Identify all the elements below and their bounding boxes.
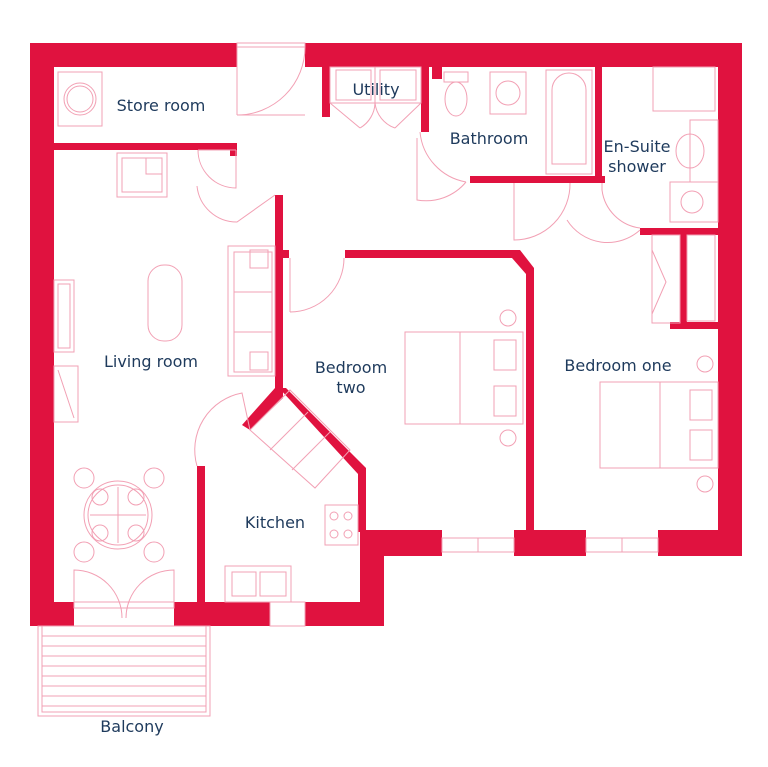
wall-bottom-kitchen-right [305,602,384,626]
label-balcony: Balcony [100,717,163,736]
wall-bottom-b1-left [514,530,586,556]
walls [30,43,742,626]
wall-kitchen-diagonal-right [279,388,366,532]
wall-kitchen-left [197,466,205,602]
label-bathroom: Bathroom [450,129,529,148]
wall-living-right [275,195,283,395]
label-bedroom-one: Bedroom one [564,356,671,375]
wall-living-stub [275,250,289,258]
wall-kitchen-diagonal-left [242,388,283,430]
wall-utility-right [421,67,429,132]
label-living-room: Living room [104,352,198,371]
wall-hall-bedroom-top [345,250,515,258]
room-labels: Store room Utility Bathroom En-Suite sho… [100,80,671,736]
wall-store-bottom [54,143,237,150]
wall-bottom-kitchen-left [174,602,270,626]
label-bedroom-two-line1: Bedroom [315,358,387,377]
label-en-suite-line1: En-Suite [604,137,671,156]
wall-bottom-left [30,602,74,626]
wall-bedroom-divider [526,268,534,530]
wall-wardrobe-left [680,228,687,328]
label-utility: Utility [352,80,399,99]
label-en-suite-line2: shower [608,157,666,176]
wall-utility-stub [432,67,442,79]
wall-top-right [305,43,742,67]
label-kitchen: Kitchen [245,513,305,532]
wall-utility-left [322,67,330,117]
wall-top-left [30,43,237,67]
label-store-room: Store room [117,96,206,115]
wall-wardrobe-bottom [670,322,718,329]
wall-bath-bottom [470,176,605,183]
wall-ensuite-bottom [640,228,718,235]
wall-left [30,43,54,625]
wall-bath-ensuite [595,67,602,183]
wall-bottom-b1-right [658,530,742,556]
label-bedroom-two-line2: two [336,378,365,397]
fixtures [37,42,719,717]
wall-right [718,43,742,556]
